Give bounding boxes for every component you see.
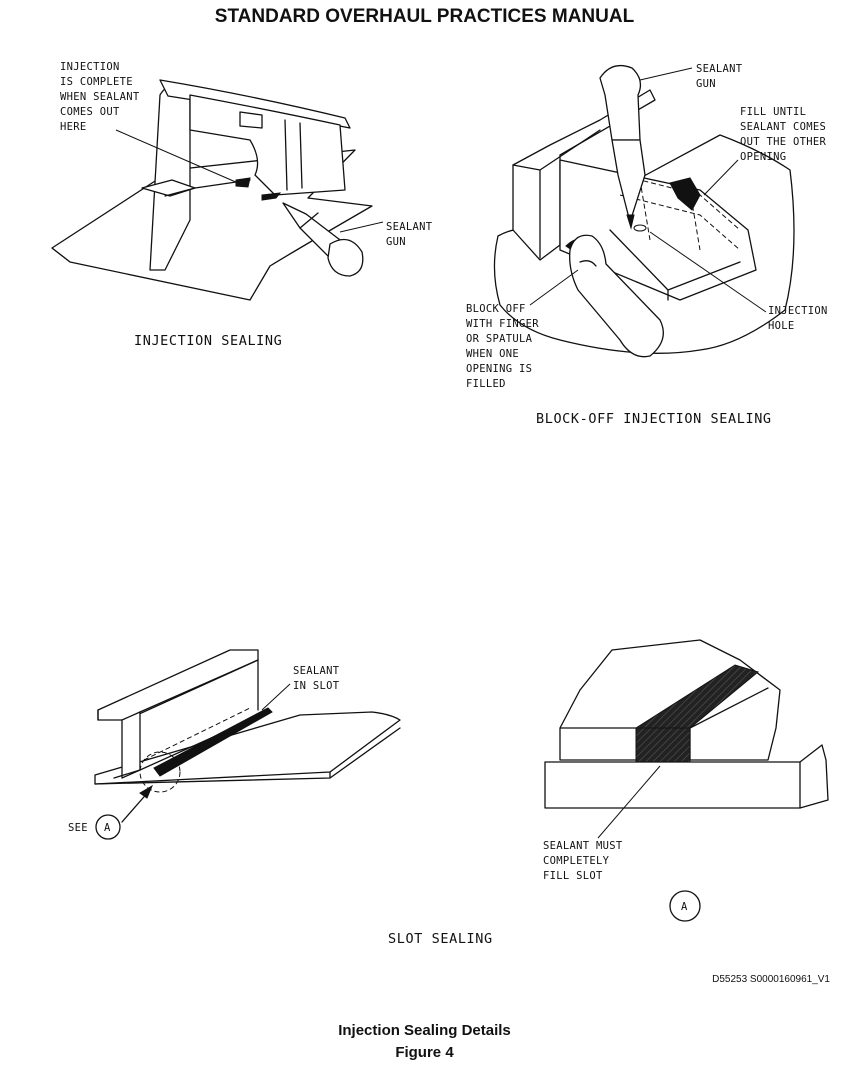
injection-gun-label-1: SEALANT — [386, 221, 433, 233]
blockoff-hole-label-1: INJECTION — [768, 305, 828, 317]
blockoff-gun-label-1: SEALANT — [696, 63, 743, 75]
blockoff-caption: BLOCK-OFF INJECTION SEALING — [536, 411, 772, 427]
slot-see-label: SEE — [68, 822, 88, 834]
blockoff-block-label-2: WITH FINGER — [466, 318, 539, 330]
drawing-code: D55253 S0000160961_V1 — [712, 974, 830, 985]
detail-fill-label-1: SEALANT MUST — [543, 840, 623, 852]
blockoff-block-label-3: OR SPATULA — [466, 333, 533, 345]
detail-ref-circle-icon — [95, 814, 121, 840]
blockoff-block-label-5: OPENING IS — [466, 363, 532, 375]
detail-a-label: A — [681, 901, 688, 913]
detail-fill-label-2: COMPLETELY — [543, 855, 610, 867]
blockoff-block-label-1: BLOCK OFF — [466, 303, 526, 315]
slot-detail-ref: A — [104, 822, 111, 834]
blockoff-fill-label-3: OUT THE OTHER — [740, 136, 826, 148]
sealant-gun-icon — [282, 202, 364, 277]
injection-sealing-caption: INJECTION SEALING — [134, 333, 282, 349]
blockoff-fill-label-4: OPENING — [740, 151, 786, 163]
slot-sealing-caption: SLOT SEALING — [388, 931, 493, 947]
injection-complete-label-3: WHEN SEALANT — [60, 91, 140, 103]
injection-sealing-drawing — [51, 79, 384, 301]
detail-fill-label-3: FILL SLOT — [543, 870, 603, 882]
blockoff-block-label-6: FILLED — [466, 378, 506, 390]
slot-sealant-label-2: IN SLOT — [293, 680, 340, 692]
blockoff-hole-label-2: HOLE — [768, 320, 795, 332]
figure-title: Injection Sealing Details — [338, 1022, 511, 1039]
injection-complete-label-1: INJECTION — [60, 61, 120, 73]
figure-number: Figure 4 — [395, 1044, 454, 1061]
blockoff-gun-icon — [599, 64, 646, 230]
injection-complete-label-4: COMES OUT — [60, 106, 120, 118]
blockoff-fill-label-1: FILL UNTIL — [740, 106, 806, 118]
manual-header: STANDARD OVERHAUL PRACTICES MANUAL — [214, 6, 635, 27]
detail-a-circle-icon — [669, 890, 701, 922]
blockoff-fill-label-2: SEALANT COMES — [740, 121, 826, 133]
finger-icon — [569, 234, 664, 358]
blockoff-gun-label-2: GUN — [696, 78, 716, 90]
injection-complete-label-2: IS COMPLETE — [60, 76, 133, 88]
blockoff-sealing-drawing — [493, 64, 795, 358]
slot-sealing-drawing — [94, 649, 401, 840]
injection-complete-label-5: HERE — [60, 121, 87, 133]
slot-sealant-label-1: SEALANT — [293, 665, 340, 677]
detail-a-drawing — [544, 639, 829, 922]
injection-gun-label-2: GUN — [386, 236, 406, 248]
blockoff-block-label-4: WHEN ONE — [466, 348, 519, 360]
